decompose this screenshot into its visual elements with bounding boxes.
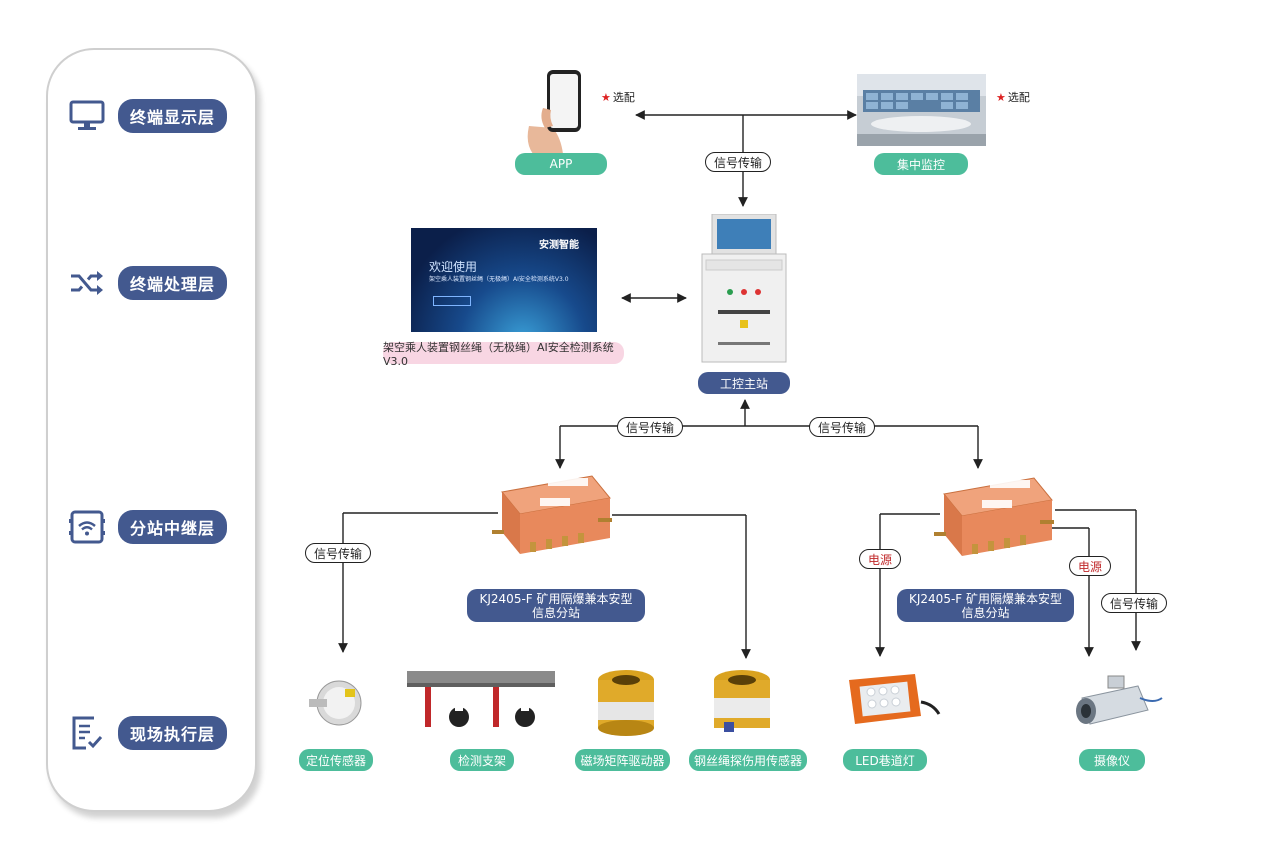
monitor-icon — [68, 97, 106, 135]
layer-label: 现场执行层 — [118, 716, 228, 750]
station-label: 工控主站 — [698, 372, 790, 394]
driver-image — [594, 668, 658, 738]
power-tag-camera: 电源 — [1069, 556, 1112, 576]
screen-brand: 安测智能 — [539, 240, 579, 251]
screen-enter-button — [433, 296, 471, 306]
signal-tag-top: 信号传输 — [705, 152, 772, 172]
camera-label: 摄像仪 — [1079, 749, 1145, 771]
monitor-label: 集中监控 — [874, 153, 968, 175]
star-icon: ★ — [996, 90, 1006, 104]
checklist-icon — [68, 714, 106, 752]
screen-welcome: 欢迎使用 — [429, 260, 478, 274]
system-label: 架空乘人装置钢丝绳（无极绳）AI安全检测系统V3.0 — [383, 341, 624, 368]
system-screen-image: 安测智能 欢迎使用 架空乘人装置钢丝绳（无极绳）AI安全检测系统V3.0 — [411, 228, 597, 332]
power-tag-led: 电源 — [859, 549, 902, 569]
bracket-image — [407, 667, 555, 735]
optional-monitor: ★ 选配 — [996, 90, 1030, 105]
driver-label: 磁场矩阵驱动器 — [575, 749, 670, 771]
camera-image — [1068, 668, 1166, 736]
star-icon: ★ — [601, 90, 611, 104]
layer-label: 终端处理层 — [118, 266, 228, 300]
led-lamp-image — [843, 672, 941, 732]
rope-sensor-label: 钢丝绳探伤用传感器 — [689, 749, 807, 771]
router-icon — [68, 508, 106, 546]
layer-panel: 终端显示层 终端处理层 分站中继层 — [46, 48, 257, 812]
signal-tag-sensor: 信号传输 — [305, 543, 372, 563]
layer-label: 终端显示层 — [118, 99, 228, 133]
smartphone-image — [523, 68, 585, 154]
screen-desc: 架空乘人装置钢丝绳（无极绳）AI安全检测系统V3.0 — [429, 276, 569, 283]
relay-label-right-line2: 信息分站 — [961, 605, 1010, 620]
bracket-label: 检测支架 — [450, 749, 514, 771]
position-sensor-image — [305, 675, 365, 735]
relay-label-right-line1: KJ2405-F 矿用隔爆兼本安型 — [909, 591, 1062, 606]
relay-box-left-image — [490, 470, 614, 560]
layer-display: 终端显示层 — [68, 97, 228, 135]
control-room-image — [857, 74, 986, 146]
layer-processing: 终端处理层 — [68, 264, 228, 302]
optional-app: ★ 选配 — [601, 90, 635, 105]
signal-tag-right: 信号传输 — [809, 417, 876, 437]
app-label: APP — [515, 153, 607, 175]
shuffle-icon — [68, 264, 106, 302]
layer-label: 分站中继层 — [118, 510, 228, 544]
layer-field: 现场执行层 — [68, 714, 228, 752]
signal-tag-camera: 信号传输 — [1101, 593, 1168, 613]
relay-label-left-line1: KJ2405-F 矿用隔爆兼本安型 — [479, 591, 633, 606]
signal-tag-left: 信号传输 — [617, 417, 684, 437]
layer-relay: 分站中继层 — [68, 508, 228, 546]
relay-label-left-line2: 信息分站 — [531, 605, 580, 620]
control-station-image — [700, 213, 788, 364]
relay-label-left: KJ2405-F 矿用隔爆兼本安型 信息分站 — [467, 589, 645, 622]
position-sensor-label: 定位传感器 — [299, 749, 373, 771]
led-lamp-label: LED巷道灯 — [843, 749, 927, 771]
rope-sensor-image — [708, 668, 776, 738]
relay-box-right-image — [932, 472, 1056, 562]
relay-label-right: KJ2405-F 矿用隔爆兼本安型 信息分站 — [897, 589, 1074, 622]
